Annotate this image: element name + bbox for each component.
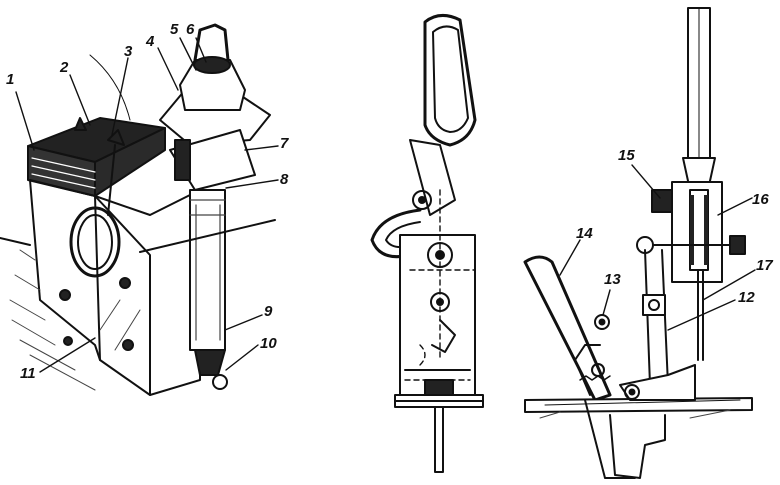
callout-11: 11 (20, 365, 36, 382)
callout-8: 8 (280, 171, 289, 188)
mechanism-front-section (523, 7, 753, 479)
callout-12: 12 (738, 289, 755, 306)
callout-14: 14 (576, 225, 593, 242)
callout-10: 10 (260, 335, 277, 352)
leader-lines (15, 37, 756, 373)
callout-6: 6 (186, 21, 195, 38)
callout-5: 5 (170, 21, 179, 38)
callout-9: 9 (264, 303, 273, 320)
callout-3: 3 (124, 43, 133, 60)
lever-side-section (370, 14, 484, 473)
callout-2: 2 (60, 59, 69, 76)
callout-16: 16 (752, 191, 769, 208)
assembly-perspective-view (0, 23, 276, 396)
callout-7: 7 (280, 135, 289, 152)
callout-17: 17 (756, 257, 773, 274)
callout-15: 15 (618, 147, 635, 164)
callout-13: 13 (604, 271, 621, 288)
callout-4: 4 (146, 33, 155, 50)
callout-1: 1 (6, 71, 15, 88)
